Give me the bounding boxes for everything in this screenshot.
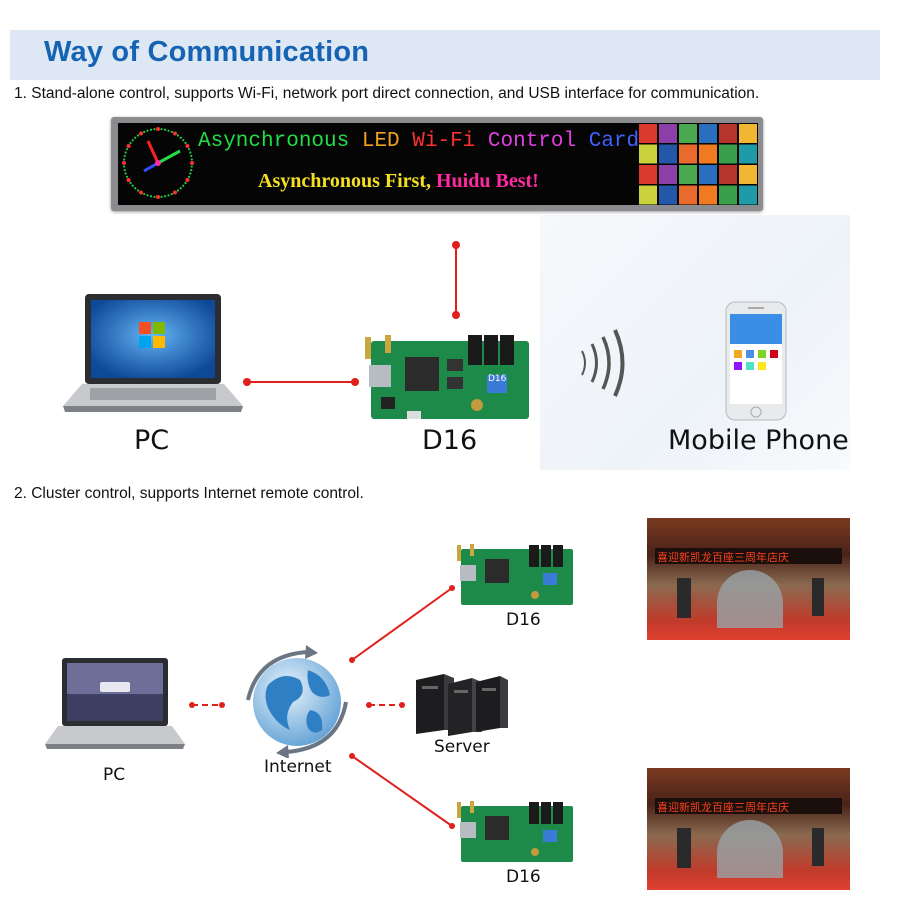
- laptop-icon: [45, 658, 185, 749]
- page-title: Way of Communication: [44, 36, 370, 68]
- diagram-2-links: [189, 585, 455, 829]
- wifi-waves-icon: [581, 329, 625, 397]
- controller-bottom-label: D16: [506, 867, 541, 887]
- led-line-1: Asynchronous LED Wi-Fi Control Card: [198, 130, 639, 153]
- controller-board-image: [365, 335, 529, 419]
- laptop-icon: [63, 294, 243, 412]
- controller-label: D16: [422, 425, 478, 456]
- server-label: Server: [434, 737, 490, 757]
- background-halo: [540, 215, 850, 470]
- colorful-cubes-image: [639, 124, 757, 205]
- mobile-phone-label: Mobile Phone: [668, 425, 849, 456]
- pc-label: PC: [134, 425, 170, 456]
- server-icon: [416, 674, 508, 736]
- led-text-part: Huidu Best!: [436, 170, 539, 192]
- led-word: Control: [487, 130, 577, 153]
- led-word: Asynchronous: [198, 130, 350, 153]
- controller-badge: D16: [488, 374, 507, 384]
- controller-board-image: [457, 544, 573, 605]
- led-text-part: Asynchronous First,: [258, 170, 436, 192]
- internet-label: Internet: [264, 757, 332, 777]
- controller-top-label: D16: [506, 610, 541, 630]
- header-band: [10, 30, 880, 80]
- storefront-photo: 喜迎新凯龙百座三周年店庆: [647, 518, 850, 640]
- storefront-photo: 喜迎新凯龙百座三周年店庆: [647, 768, 850, 890]
- clock-icon: [122, 127, 194, 199]
- internet-globe-icon: [246, 645, 348, 758]
- mobile-phone-icon: [725, 301, 787, 421]
- led-word: LED: [361, 130, 400, 153]
- led-line-2: Asynchronous First, Huidu Best!: [258, 170, 539, 193]
- diagram-1-links: [243, 241, 460, 386]
- led-sign-text: 喜迎新凯龙百座三周年店庆: [657, 801, 789, 814]
- pc-label: PC: [103, 765, 126, 785]
- controller-board-image: [457, 801, 573, 862]
- section-1-text: 1. Stand-alone control, supports Wi-Fi, …: [14, 85, 760, 102]
- section-2-text: 2. Cluster control, supports Internet re…: [14, 485, 364, 502]
- led-word: Wi-Fi: [412, 130, 476, 153]
- led-word: Card: [588, 130, 640, 153]
- led-sign-text: 喜迎新凯龙百座三周年店庆: [657, 551, 789, 564]
